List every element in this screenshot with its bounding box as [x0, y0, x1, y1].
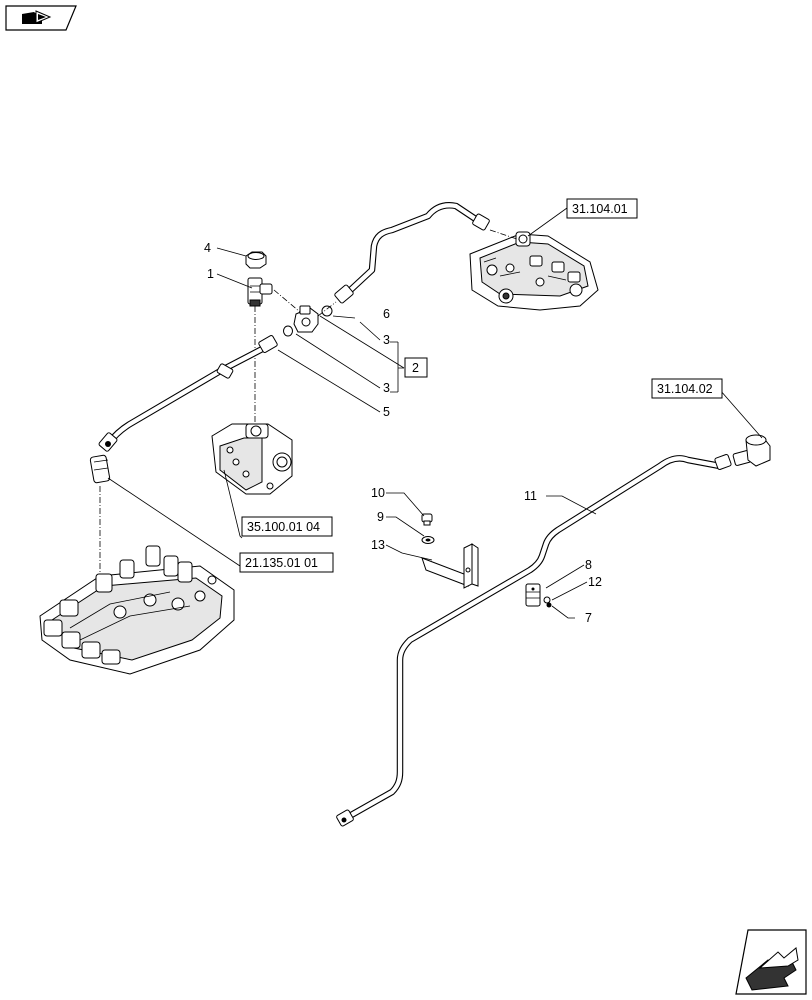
long-pipe-part-11 — [336, 454, 732, 827]
callout-3-upper: 3 — [383, 333, 390, 347]
upper-pipe — [334, 202, 490, 304]
left-pipe — [98, 335, 278, 452]
callout-13: 13 — [371, 538, 385, 552]
callout-11: 11 — [524, 489, 537, 503]
book-with-arrow-icon[interactable] — [5, 5, 77, 31]
reference-35-100-01-04[interactable]: 35.100.01 04 — [241, 516, 333, 537]
callout-6: 6 — [383, 307, 390, 321]
elbow-fitting-right — [732, 434, 771, 467]
bolt-part-10 — [421, 513, 433, 526]
reference-31-104-01[interactable]: 31.104.01 — [566, 198, 638, 219]
callout-1: 1 — [207, 267, 214, 281]
valve-block-lower-left — [39, 545, 235, 675]
callout-5: 5 — [383, 405, 390, 419]
svg-text:35.100.01 04: 35.100.01 04 — [247, 520, 320, 534]
next-page-arrow-icon[interactable] — [735, 929, 807, 995]
clamp-part-8 — [525, 583, 541, 607]
o-ring-upper — [321, 305, 333, 317]
leader-lines — [107, 207, 763, 619]
elbow-adapter-left — [89, 454, 111, 484]
tee-fitting-part-1 — [247, 277, 273, 307]
svg-text:31.104.01: 31.104.01 — [572, 202, 628, 216]
washer-part-12 — [543, 596, 551, 604]
elbow-fitting-part-2 — [293, 305, 319, 333]
callout-9: 9 — [377, 510, 384, 524]
callout-7: 7 — [585, 611, 592, 625]
callout-8: 8 — [585, 558, 592, 572]
control-valve-upper — [469, 231, 599, 311]
hydraulic-pump — [211, 423, 293, 495]
svg-text:21.135.01 01: 21.135.01 01 — [245, 556, 318, 570]
o-ring-lower — [283, 325, 293, 337]
reference-21-135-01-01[interactable]: 21.135.01 01 — [239, 552, 334, 573]
washer-part-9 — [421, 536, 435, 544]
callout-3-lower: 3 — [383, 381, 390, 395]
svg-text:31.104.02: 31.104.02 — [657, 382, 713, 396]
callout-2: 2 — [412, 361, 419, 375]
screw-part-7 — [546, 602, 552, 608]
callout-4: 4 — [204, 241, 211, 255]
nut-part-4 — [245, 251, 267, 269]
callout-12: 12 — [588, 575, 602, 589]
callout-2-box — [404, 357, 428, 378]
callouts: 4 1 6 3 2 3 5 10 9 13 11 8 12 7 — [204, 241, 602, 625]
callout-10: 10 — [371, 486, 385, 500]
reference-31-104-02[interactable]: 31.104.02 — [651, 378, 723, 399]
bracket-part-13 — [421, 543, 479, 589]
